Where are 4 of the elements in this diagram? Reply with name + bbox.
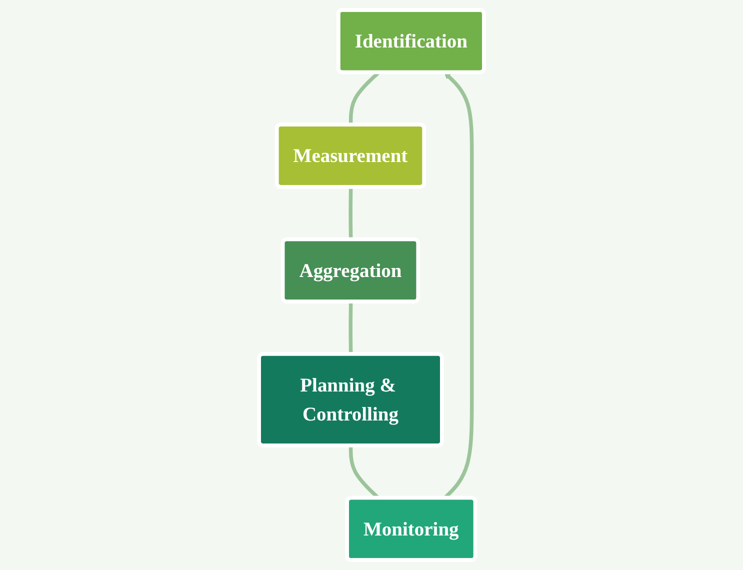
connector [348, 187, 353, 240]
connector [348, 302, 353, 354]
cycle-diagram: Identification Measurement Aggregation Planning & Controlling Monitoring [4, 4, 739, 566]
connector [348, 71, 380, 126]
